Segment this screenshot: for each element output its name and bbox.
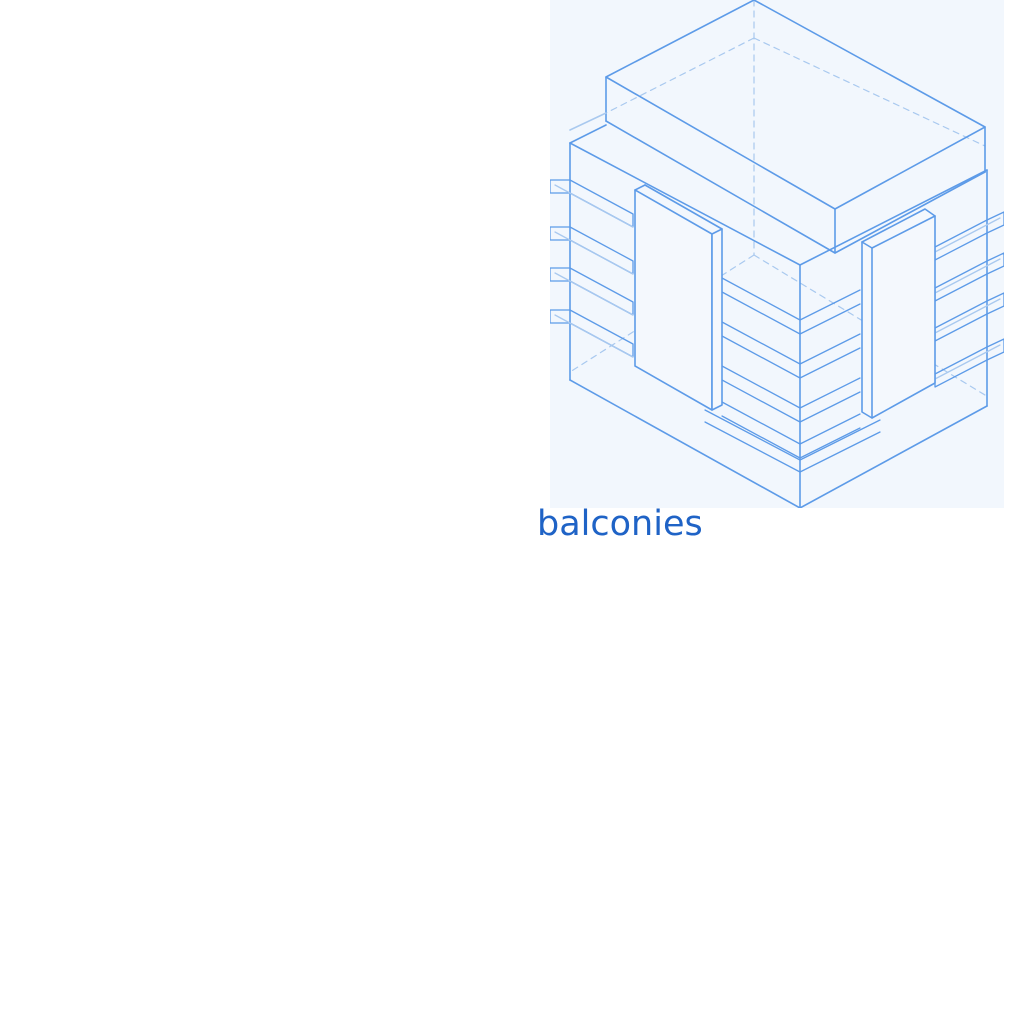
building-diagram-panel	[550, 0, 1004, 508]
right-fin	[861, 208, 936, 419]
right-balconies	[934, 211, 1004, 388]
balcony-building-diagram	[550, 0, 1004, 508]
main-volume	[569, 112, 988, 508]
roof-volume	[605, 0, 986, 254]
center-balconies	[704, 277, 881, 473]
left-balconies	[550, 179, 634, 358]
left-fin	[634, 184, 723, 411]
diagram-caption: balconies	[537, 504, 703, 544]
